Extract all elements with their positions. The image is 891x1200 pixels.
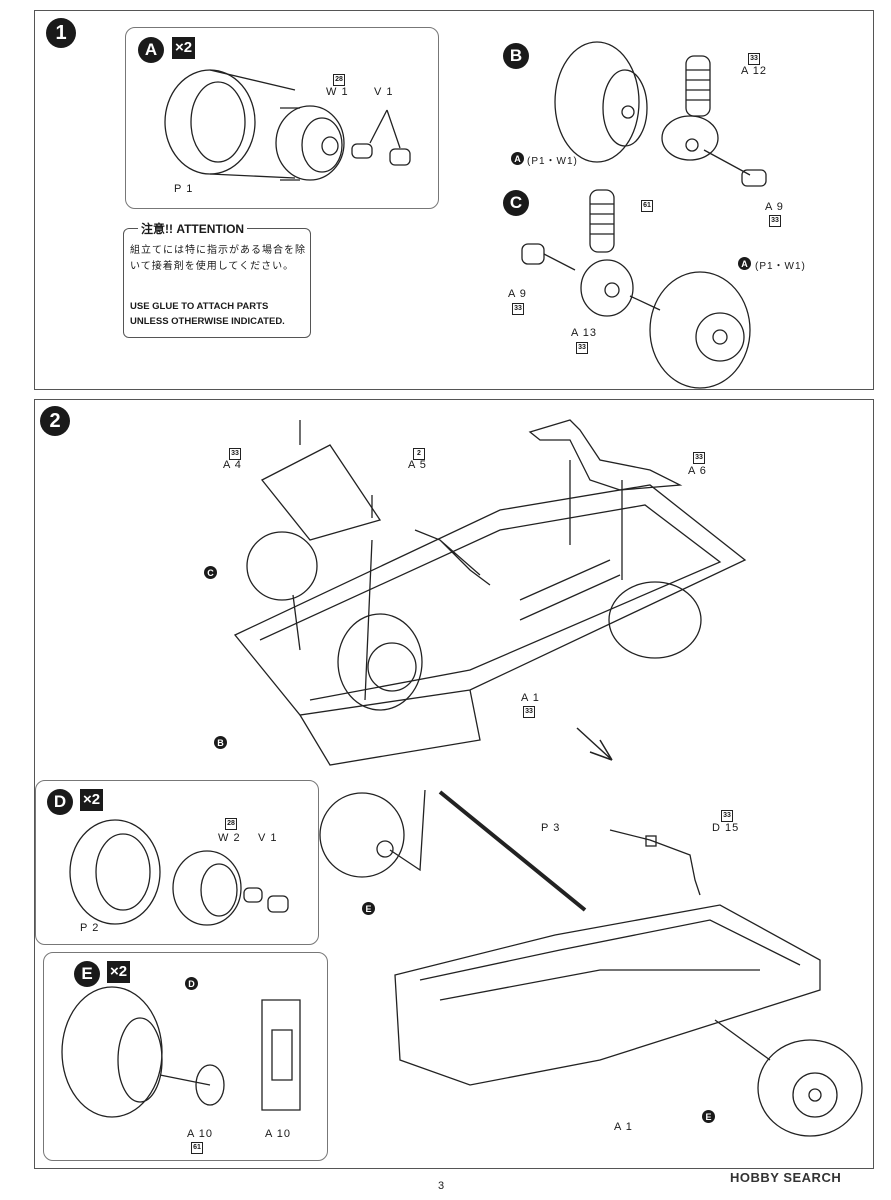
watermark-logo: HOBBY SEARCH [730, 1170, 842, 1185]
code-w2: 28 [225, 818, 237, 830]
cross-member-a4-drawing [260, 420, 382, 541]
code-a9-c: 33 [512, 303, 524, 315]
ref-a-badge-b: A [511, 152, 524, 165]
ref-b-badge: B [214, 736, 227, 749]
code-a10: 61 [191, 1142, 203, 1154]
strut-c-drawing [521, 189, 634, 317]
page-number: 3 [438, 1180, 445, 1192]
code-w1: 28 [333, 74, 345, 86]
wheel-b-drawing [554, 41, 648, 163]
attention-english-text: USE GLUE TO ATTACH PARTS UNLESS OTHERWIS… [130, 299, 285, 329]
code-a1: 33 [523, 706, 535, 718]
rear-member-a6-drawing [528, 419, 683, 580]
label-a9-c: A 9 [508, 288, 527, 300]
label-a4: A 4 [223, 459, 242, 471]
code-arm-61: 61 [641, 200, 653, 212]
tire-p2-drawing [69, 819, 161, 925]
wheel-w2-drawing [172, 850, 289, 926]
code-a5: 2 [413, 448, 425, 460]
subassembly-a-badge: A [138, 37, 164, 63]
code-a6: 33 [693, 452, 705, 464]
label-p2: P 2 [80, 922, 100, 934]
subassembly-d-badge: D [47, 789, 73, 815]
label-a9-b: A 9 [765, 201, 784, 213]
code-d15: 33 [721, 810, 733, 822]
label-d15: D 15 [712, 822, 740, 834]
ref-c-badge: C [204, 566, 217, 579]
linkage-d15-drawing [609, 829, 701, 896]
strut-b-drawing [661, 55, 767, 187]
lower-chassis-drawing [394, 904, 821, 1086]
code-a4: 33 [229, 448, 241, 460]
step-2-number: 2 [40, 406, 70, 436]
label-a10-right: A 10 [265, 1128, 292, 1140]
direction-arrow [576, 727, 613, 761]
subassembly-b-badge: B [503, 43, 529, 69]
shaft-p3-drawing [438, 790, 587, 912]
cap-leader-lines [369, 109, 401, 149]
label-p1: P 1 [174, 183, 194, 195]
ref-e-badge-upper: E [362, 902, 375, 915]
front-wheels-drawing [246, 531, 702, 711]
ref-a-badge-c: A [738, 257, 751, 270]
code-a13: 33 [576, 342, 588, 354]
label-a1-lower: A 1 [614, 1121, 633, 1133]
attention-english-line-1: USE GLUE TO ATTACH PARTS [130, 301, 269, 312]
label-w2: W 2 [218, 832, 241, 844]
attention-box: 注意!! ATTENTION 組立てには特に指示がある場合を除いて接着剤を使用し… [123, 220, 311, 338]
code-a12: 33 [748, 53, 760, 65]
label-a1: A 1 [521, 692, 540, 704]
wheel-w1-drawing [275, 105, 345, 181]
subassembly-c-badge: C [503, 190, 529, 216]
label-a6: A 6 [688, 465, 707, 477]
label-ref-b: (P1・W1) [527, 156, 578, 167]
ref-e-badge-lower: E [702, 1110, 715, 1123]
code-a9-b: 33 [769, 215, 781, 227]
subassembly-e-badge: E [74, 961, 100, 987]
ref-d-badge: D [185, 977, 198, 990]
tire-e-drawing [61, 986, 225, 1118]
attention-japanese-text: 組立てには特に指示がある場合を除いて接着剤を使用してください。 [130, 245, 306, 272]
label-a5: A 5 [408, 459, 427, 471]
label-a12: A 12 [741, 65, 768, 77]
tire-section-drawing [261, 999, 301, 1111]
attention-title: 注意!! ATTENTION [138, 220, 248, 237]
wheel-e-lower-drawing [714, 1019, 863, 1137]
label-a10-left: A 10 [187, 1128, 214, 1140]
label-a13: A 13 [571, 327, 598, 339]
wheel-c-drawing [629, 271, 751, 389]
step-1-number: 1 [46, 18, 76, 48]
attention-english-line-2: UNLESS OTHERWISE INDICATED. [130, 316, 285, 327]
label-p3: P 3 [541, 822, 561, 834]
cap-v1-drawing [351, 143, 411, 166]
front-strut-lines [292, 539, 373, 701]
label-w1: W 1 [326, 86, 349, 98]
label-ref-c: (P1・W1) [755, 261, 806, 272]
label-v1-d: V 1 [258, 832, 278, 844]
subassembly-a-multiplier: ×2 [172, 37, 196, 59]
subassembly-e-multiplier: ×2 [107, 961, 131, 983]
label-v1: V 1 [374, 86, 394, 98]
subassembly-d-multiplier: ×2 [80, 789, 104, 811]
chassis-a1-drawing [233, 484, 747, 766]
steering-a5-drawing [414, 529, 491, 586]
tire-p1-drawing [164, 69, 296, 179]
wheel-e-upper-drawing [319, 789, 426, 878]
